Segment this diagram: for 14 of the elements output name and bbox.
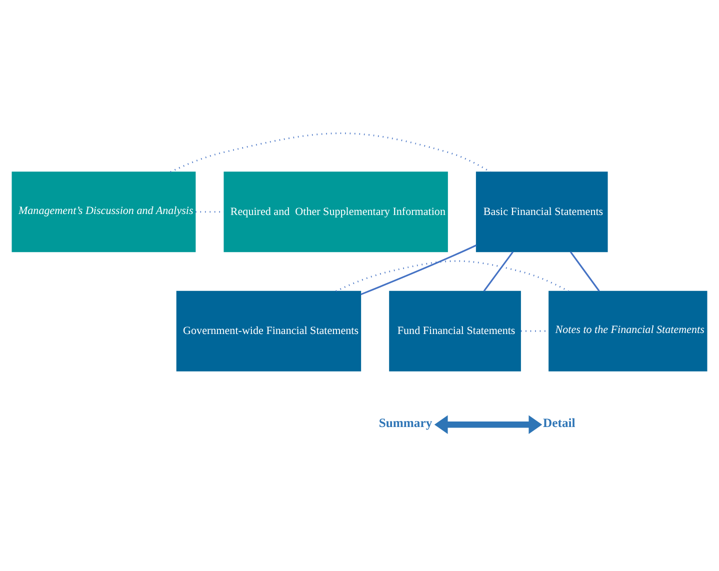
node-box: Government-wide Financial Statements [176, 290, 362, 371]
connector [483, 250, 514, 292]
node-box: Notes to the Financial Statements [548, 290, 708, 371]
node-box: Fund Financial Statements [389, 290, 521, 371]
node-box: Management’s Discussion and Analysis [12, 171, 196, 252]
node-text: Detail [543, 415, 576, 430]
connector [360, 244, 477, 295]
node-box: Basic Financial Statements [476, 171, 608, 252]
connector [170, 132, 491, 172]
node-text: Summary [378, 415, 432, 430]
connector [570, 250, 600, 292]
node-box: Required and Other Supplementary Information [224, 171, 448, 252]
connector [336, 260, 569, 292]
arrow [434, 414, 542, 434]
